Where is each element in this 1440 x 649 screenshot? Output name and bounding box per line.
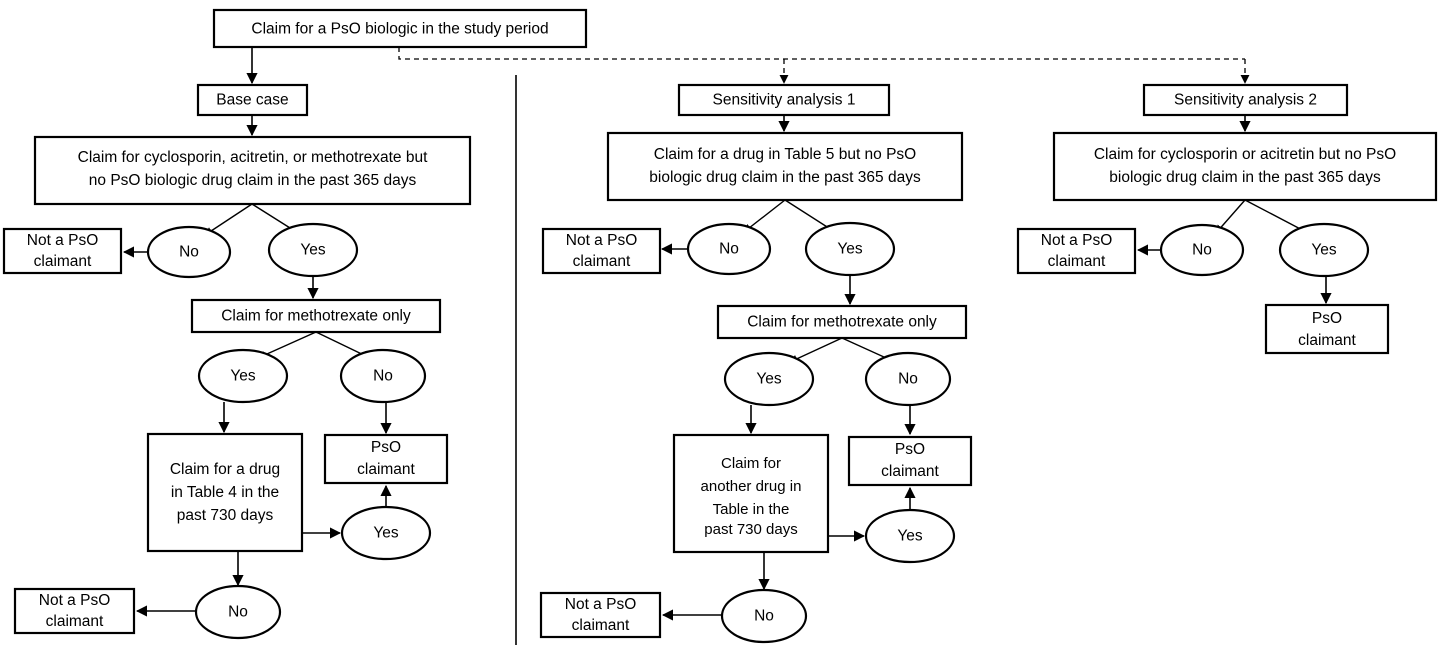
sensitivity-2-not-claimant-line1: Not a PsO [1041,232,1113,249]
sensitivity-1-not-claimant-line1: Not a PsO [566,232,638,249]
sensitivity-2-claimant-line2: claimant [1298,332,1356,349]
root-label: Claim for a PsO biologic in the study pe… [251,21,548,38]
root-box [212,8,588,49]
base-case-table-box [146,432,304,553]
base-case-final-not-claimant-box [13,587,136,635]
base-case-decision-no-label: No [179,244,199,261]
sensitivity-1-decision-yes-label: Yes [837,241,863,258]
sensitivity-1-mtx-only-box [716,304,968,340]
sensitivity-2-decision-yes-label: Yes [1311,242,1337,259]
sensitivity-1-table-line1: Claim for [721,455,781,472]
sensitivity-1-table-box [672,433,830,554]
base-case-mtx-yes-ellipse [197,348,289,404]
sensitivity-1-header-label: Sensitivity analysis 1 [712,92,855,109]
sensitivity-2-decision-yes-ellipse [1278,222,1370,278]
base-case-claimant-line2: claimant [357,461,415,478]
edge-s1-mtx-to-yes [789,337,843,363]
base-case-mtx-only-box [190,298,442,334]
sensitivity-2-not-claimant-box [1016,227,1137,275]
base-case-claimant-box [323,433,449,485]
base-case-table-line1: Claim for a drug [170,461,280,478]
base-case-mtx-only-label: Claim for methotrexate only [221,308,411,325]
edge-root-dashed-trunk [398,47,1245,60]
base-case-table-yes-label: Yes [373,525,399,542]
sensitivity-2-criteria-line1: Claim for cyclosporin or acitretin but n… [1094,146,1396,163]
base-case-table-no-ellipse [194,584,282,640]
sensitivity-1-table-no-label: No [754,608,774,625]
sensitivity-1-decision-no-label: No [719,241,739,258]
base-case-not-claimant-box [2,227,123,275]
base-case-mtx-yes-label: Yes [230,368,256,385]
sensitivity-2-header-label: Sensitivity analysis 2 [1174,92,1317,109]
base-case-mtx-no-ellipse [339,348,427,404]
sensitivity-1-claimant-box [847,435,973,487]
base-case-claimant-line1: PsO [371,439,401,456]
base-case-criteria-line2: no PsO biologic drug claim in the past 3… [89,172,417,189]
sensitivity-2-criteria-line2: biologic drug claim in the past 365 days [1109,169,1381,186]
edge-s2-criteria-to-yes [1244,199,1309,234]
base-case-not-claimant-line2: claimant [34,253,92,270]
base-case-header-label: Base case [216,92,288,109]
base-case-final-not-claimant-line2: claimant [46,613,104,630]
sensitivity-1-mtx-no-ellipse [864,351,952,407]
sensitivity-2-claimant-line1: PsO [1312,310,1342,327]
sensitivity-1-table-yes-label: Yes [897,528,923,545]
base-case-decision-yes-label: Yes [300,242,326,259]
base-case-final-not-claimant-line1: Not a PsO [39,592,111,609]
sensitivity-1-mtx-yes-label: Yes [756,371,782,388]
base-case-criteria-box [33,135,472,206]
sensitivity-2-decision-no-label: No [1192,242,1212,259]
base-case-table-line3: past 730 days [177,507,274,524]
sensitivity-1-table-line2: another drug in [701,478,802,495]
sensitivity-2-claimant-box [1264,303,1390,355]
base-case-mtx-no-label: No [373,368,393,385]
sensitivity-1-table-line3: Table in the [713,501,790,518]
sensitivity-2-criteria-box [1052,131,1438,202]
sensitivity-1-final-not-claimant-line2: claimant [572,617,630,634]
sensitivity-1-final-not-claimant-box [539,591,662,639]
base-case-not-claimant-line1: Not a PsO [27,232,99,249]
sensitivity-1-criteria-box [606,131,964,202]
sensitivity-1-header-box [677,83,891,117]
sensitivity-1-final-not-claimant-line1: Not a PsO [565,596,637,613]
sensitivity-1-mtx-no-label: No [898,371,918,388]
edge-base-criteria-to-no [204,203,253,236]
sensitivity-1-claimant-line1: PsO [895,441,925,458]
sensitivity-2-header-box [1142,83,1349,117]
sensitivity-1-not-claimant-line2: claimant [573,253,631,270]
sensitivity-1-mtx-yes-ellipse [723,351,815,407]
sensitivity-1-mtx-only-label: Claim for methotrexate only [747,314,937,331]
sensitivity-1-claimant-line2: claimant [881,463,939,480]
base-case-table-line2: in Table 4 in the [171,484,279,501]
sensitivity-1-table-no-ellipse [720,588,808,644]
base-case-table-no-label: No [228,604,248,621]
sensitivity-1-not-claimant-box [541,227,662,275]
sensitivity-2-not-claimant-line2: claimant [1048,253,1106,270]
sensitivity-1-criteria-line2: biologic drug claim in the past 365 days [649,169,921,186]
sensitivity-1-criteria-line1: Claim for a drug in Table 5 but no PsO [654,146,917,163]
base-case-criteria-line1: Claim for cyclosporin, acitretin, or met… [78,149,428,166]
sensitivity-1-table-line4: past 730 days [704,521,797,538]
